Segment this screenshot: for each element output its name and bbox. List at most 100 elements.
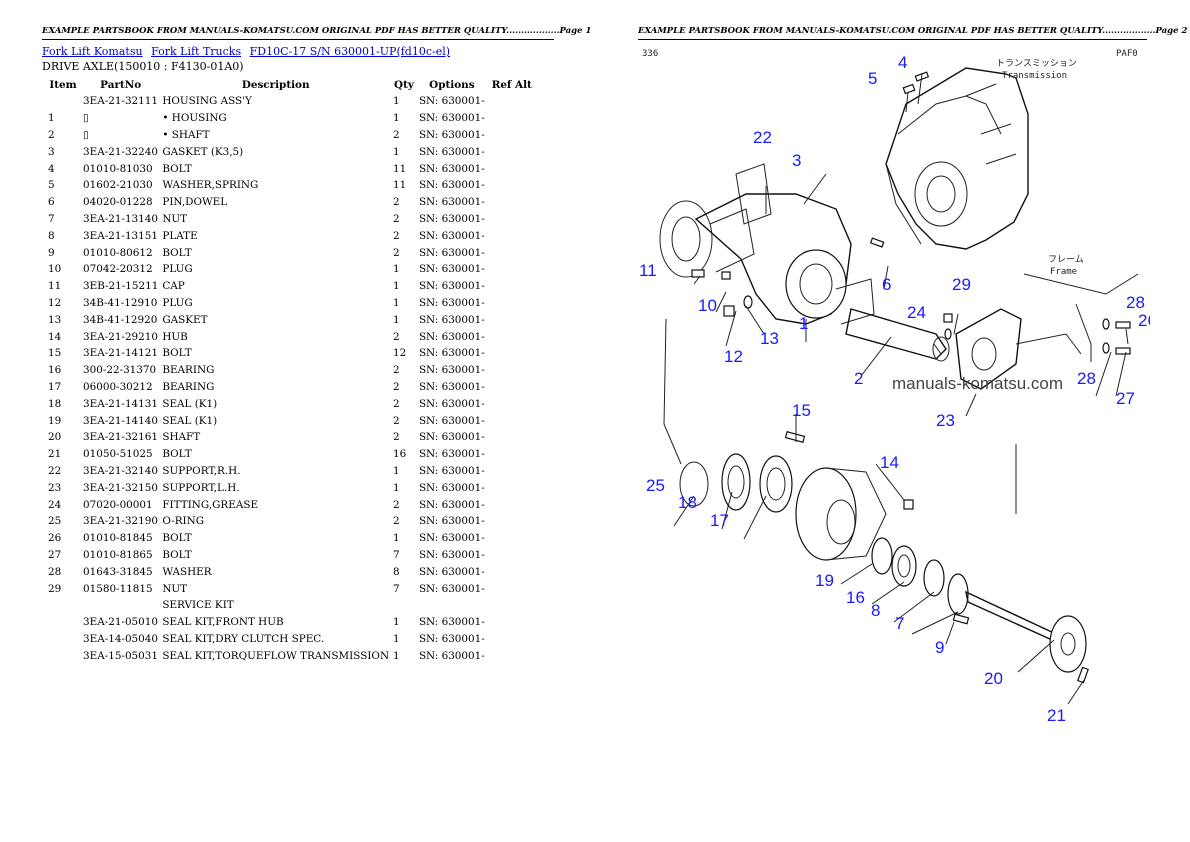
cell-item: 9 <box>48 246 55 259</box>
callout-3: 3 <box>792 151 801 170</box>
cell-qty: 1 <box>393 95 400 108</box>
cell-opt: SN: 630001- <box>418 347 485 360</box>
callout-9: 9 <box>935 638 944 657</box>
cell-desc: NUT <box>162 212 188 225</box>
cell-part: 07042-20312 <box>83 263 153 276</box>
cell-opt: SN: 630001- <box>418 179 485 192</box>
page-2-header: EXAMPLE PARTSBOOK FROM MANUALS-KOMATSU.C… <box>638 26 1187 40</box>
cell-item: 3 <box>48 145 55 158</box>
cell-desc: HUB <box>162 330 188 343</box>
frame-drawing <box>1015 273 1139 362</box>
cell-opt: SN: 630001- <box>418 448 485 461</box>
callout-24: 24 <box>907 303 926 322</box>
page-1-header: EXAMPLE PARTSBOOK FROM MANUALS-KOMATSU.C… <box>42 26 591 40</box>
callout-23: 23 <box>936 411 955 430</box>
cell-qty: 2 <box>393 128 400 141</box>
cell-ref <box>487 479 537 496</box>
cell-part <box>81 597 160 614</box>
cell-desc: • HOUSING <box>162 112 227 125</box>
cell-desc: SEAL (K1) <box>162 414 218 427</box>
cell-item: 16 <box>48 364 62 377</box>
cell-qty: 2 <box>393 229 400 242</box>
callout-13: 13 <box>760 329 779 348</box>
cell-desc: GASKET (K3,5) <box>162 145 244 158</box>
cell-opt: SN: 630001- <box>418 196 485 209</box>
callout-20: 20 <box>984 669 1003 688</box>
transmission-housing-drawing <box>885 67 1029 250</box>
exploded-diagram: 336 PAF0 トランスミッション Transmission フレーム <box>639 49 1150 725</box>
cell-opt: SN: 630001- <box>418 128 485 141</box>
cell-ref <box>487 379 537 396</box>
cell-qty: 11 <box>393 179 407 192</box>
callout-25: 25 <box>646 476 665 495</box>
callout-5: 5 <box>868 69 877 88</box>
cell-qty: 1 <box>393 649 400 662</box>
cell-part: 01643-31845 <box>83 565 153 578</box>
cell-item: 1 <box>48 112 55 125</box>
cell-desc: WASHER <box>162 565 212 578</box>
cell-item: 22 <box>48 464 62 477</box>
cell-opt: SN: 630001- <box>418 632 485 645</box>
cell-item: 19 <box>48 414 62 427</box>
column-header-partno: PartNo <box>100 78 142 91</box>
cell-desc: SHAFT <box>162 431 201 444</box>
cell-opt: SN: 630001- <box>418 280 485 293</box>
cell-ref <box>487 563 537 580</box>
cell-ref <box>487 345 537 362</box>
cell-item: 26 <box>48 532 62 545</box>
column-header-description: Description <box>241 78 310 91</box>
cell-ref <box>487 127 537 144</box>
cell-part: 06000-30212 <box>83 380 153 393</box>
cell-opt: SN: 630001- <box>418 313 485 326</box>
cell-item: 15 <box>48 347 62 360</box>
cell-ref <box>487 496 537 513</box>
cell-opt <box>417 597 487 614</box>
breadcrumb-link-fork-lift-komatsu[interactable]: Fork Lift Komatsu <box>42 45 143 58</box>
cell-part: 01010-81030 <box>83 162 153 175</box>
cell-ref <box>487 547 537 564</box>
leader-lines <box>673 73 1129 705</box>
watermark: manuals-komatsu.com <box>892 374 1063 393</box>
cell-ref <box>487 412 537 429</box>
cell-ref <box>487 311 537 328</box>
cell-opt: SN: 630001- <box>418 532 485 545</box>
cell-desc: SEAL KIT,FRONT HUB <box>162 616 284 629</box>
cell-desc: SEAL (K1) <box>162 397 218 410</box>
cell-qty: 1 <box>393 296 400 309</box>
cell-ref <box>487 278 537 295</box>
breadcrumb-link-fork-lift-trucks[interactable]: Fork Lift Trucks <box>151 45 242 58</box>
cell-desc: PLUG <box>162 263 193 276</box>
cell-qty: 1 <box>393 145 400 158</box>
cell-opt: SN: 630001- <box>418 397 485 410</box>
cell-qty: 1 <box>393 313 400 326</box>
cell-qty: 2 <box>393 414 400 427</box>
cell-desc: BOLT <box>162 347 192 360</box>
cell-item: 28 <box>48 565 62 578</box>
cell-part: 01010-81865 <box>83 548 153 561</box>
cell-desc: SUPPORT,R.H. <box>162 464 241 477</box>
cell-desc: BEARING <box>162 364 215 377</box>
cell-part: 3EB-21-15211 <box>83 280 159 293</box>
breadcrumb-link-model[interactable]: FD10C-17 S/N 630001-UP(fd10c-el) <box>249 45 451 58</box>
cell-qty: 2 <box>393 498 400 511</box>
cell-opt: SN: 630001- <box>418 380 485 393</box>
shaft-drawing <box>845 308 950 362</box>
cell-item: 25 <box>48 515 62 528</box>
cell-ref <box>487 597 537 614</box>
cell-ref <box>487 614 537 631</box>
fasteners-drawing <box>691 71 1131 684</box>
cell-ref <box>487 261 537 278</box>
